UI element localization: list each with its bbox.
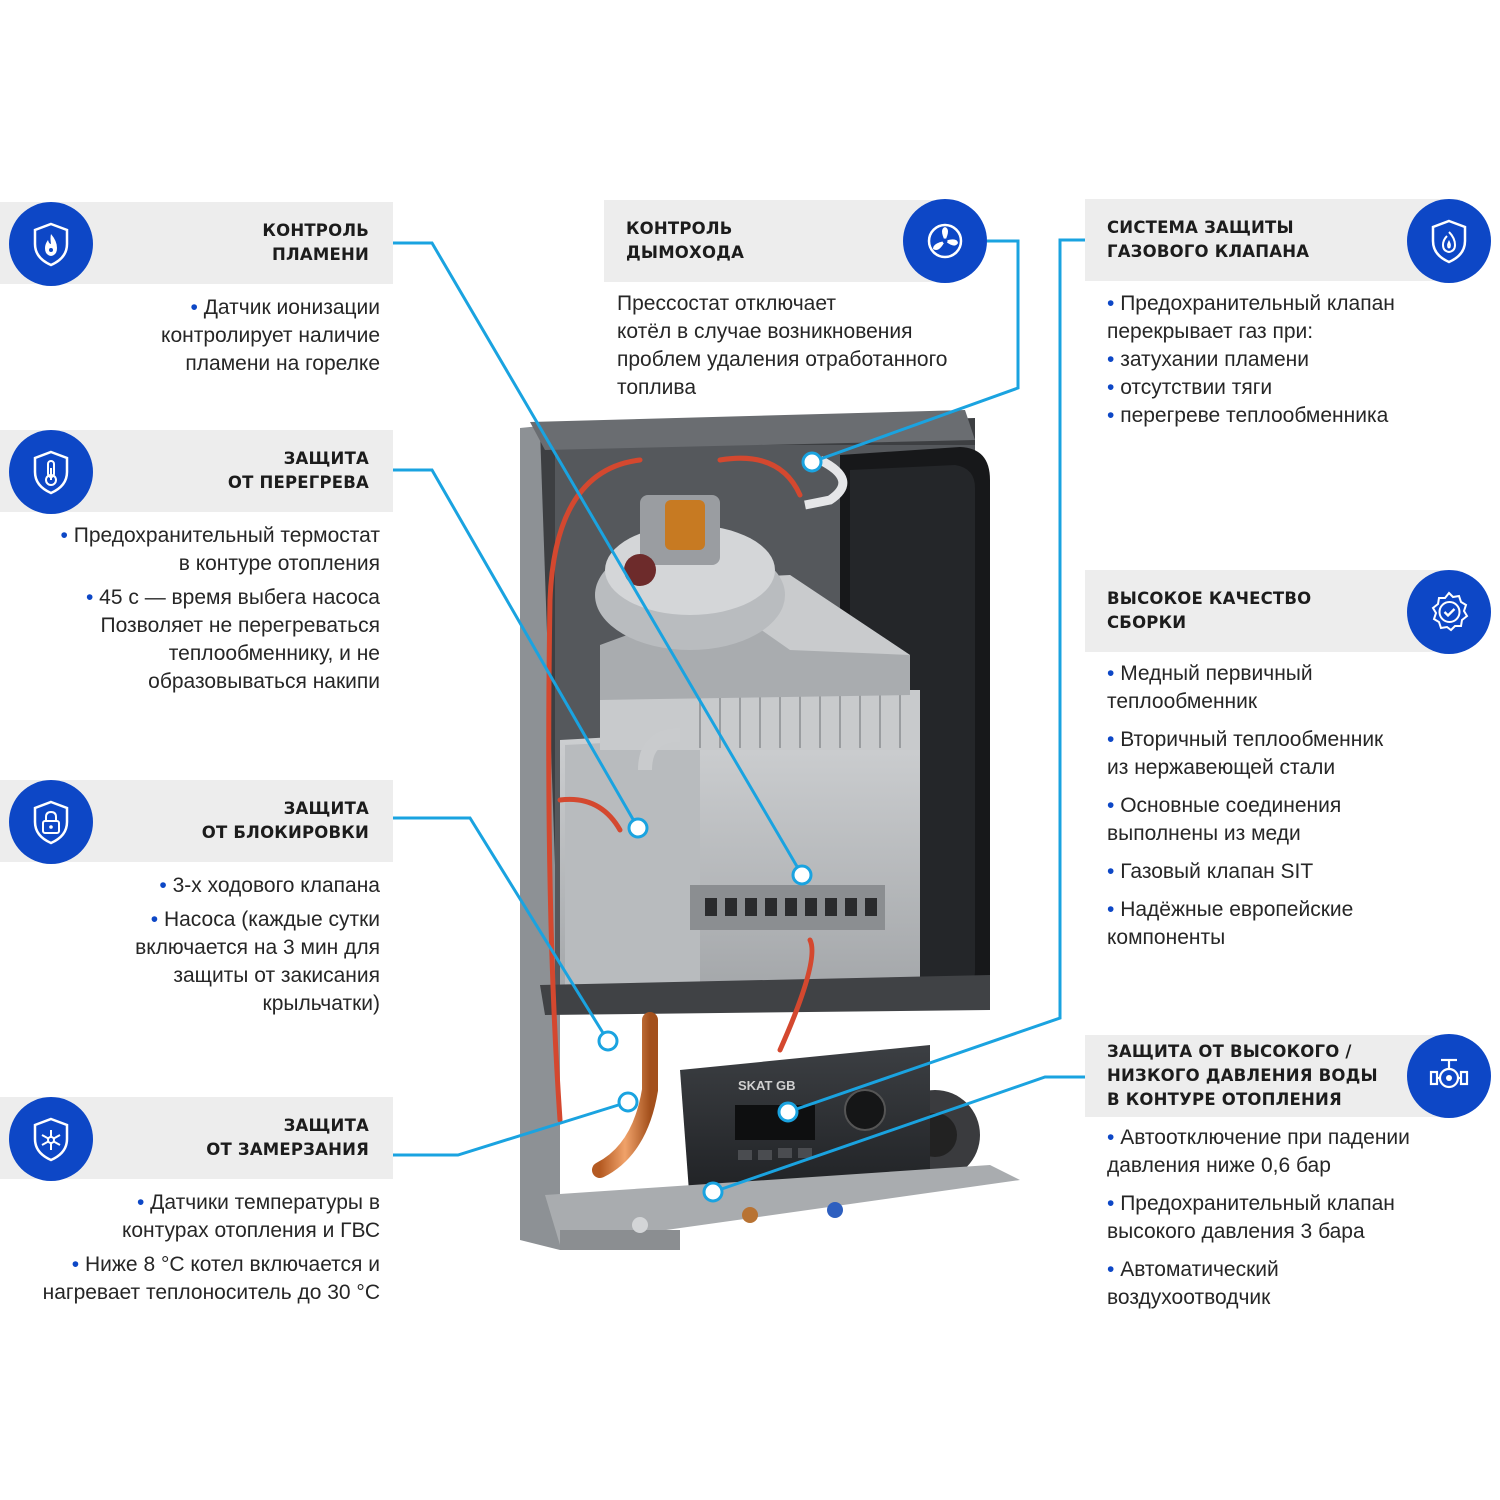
snowflake-shield-icon bbox=[9, 1097, 93, 1181]
marker-overheat bbox=[627, 817, 649, 839]
pressure-protection-title: ЗАЩИТА ОТ ВЫСОКОГО / НИЗКОГО ДАВЛЕНИЯ ВО… bbox=[1107, 1042, 1378, 1109]
pressure-protection-description: • Автоотключение при падении давления ни… bbox=[1107, 1126, 1410, 1309]
marker-flame bbox=[791, 864, 813, 886]
leader-blocking bbox=[393, 816, 610, 1042]
overheat-protection-title: ЗАЩИТА ОТ ПЕРЕГРЕВА bbox=[227, 449, 369, 492]
build-quality-header: ВЫСОКОЕ КАЧЕСТВО СБОРКИ bbox=[1085, 570, 1460, 652]
fan-icon bbox=[903, 199, 987, 283]
leader-overheat bbox=[393, 468, 640, 829]
bottom-bracket bbox=[545, 1165, 1020, 1250]
overheat-protection-description: • Предохранительный термостат в контуре … bbox=[60, 524, 380, 693]
panel-brand-label: SKAT GB bbox=[738, 1078, 796, 1093]
leader-freeze bbox=[393, 1100, 629, 1157]
marker-blocking bbox=[597, 1030, 619, 1052]
pressure-protection-header: ЗАЩИТА ОТ ВЫСОКОГО / НИЗКОГО ДАВЛЕНИЯ ВО… bbox=[1085, 1035, 1460, 1117]
freeze-protection-description: • Датчики температуры в контурах отоплен… bbox=[42, 1191, 380, 1304]
thermometer-shield-icon bbox=[9, 430, 93, 514]
lock-shield-icon bbox=[9, 780, 93, 864]
marker-pressure bbox=[702, 1181, 724, 1203]
flame-shield-icon bbox=[9, 202, 93, 286]
gas-valve-protection-title: СИСТЕМА ЗАЩИТЫ ГАЗОВОГО КЛАПАНА bbox=[1107, 218, 1310, 261]
flame-shield-outline-icon bbox=[1407, 199, 1491, 283]
marker-freeze bbox=[617, 1091, 639, 1113]
build-quality-description: • Медный первичный теплообменник • Втори… bbox=[1107, 662, 1384, 949]
gas-valve-protection-header: СИСТЕМА ЗАЩИТЫ ГАЗОВОГО КЛАПАНА bbox=[1085, 199, 1460, 281]
flame-control-description: • Датчик ионизации контролирует наличие … bbox=[161, 296, 380, 375]
freeze-protection-title: ЗАЩИТА ОТ ЗАМЕРЗАНИЯ bbox=[206, 1116, 369, 1159]
gas-valve-protection-description: • Предохранительный клапан перекрывает г… bbox=[1107, 292, 1395, 427]
hose bbox=[804, 455, 848, 510]
wiring bbox=[546, 455, 815, 1123]
build-quality-title: ВЫСОКОЕ КАЧЕСТВО СБОРКИ bbox=[1107, 589, 1312, 632]
leader-pressure bbox=[712, 1075, 1085, 1194]
leader-flame bbox=[393, 241, 804, 876]
leader-gas-valve bbox=[787, 238, 1085, 1114]
marker-gas-valve bbox=[777, 1101, 799, 1123]
copper-pipes bbox=[592, 752, 868, 1178]
chimney-control-title: КОНТРОЛЬ ДЫМОХОДА bbox=[626, 219, 745, 262]
quality-badge-icon bbox=[1407, 570, 1491, 654]
flame-control-title: КОНТРОЛЬ ПЛАМЕНИ bbox=[262, 221, 369, 264]
valve-pipe-icon bbox=[1407, 1034, 1491, 1118]
marker-chimney bbox=[801, 451, 823, 473]
leader-chimney bbox=[811, 239, 1020, 464]
blocking-protection-title: ЗАЩИТА ОТ БЛОКИРОВКИ bbox=[201, 799, 369, 842]
blocking-protection-description: • 3-х ходового клапана • Насоса (каждые … bbox=[135, 874, 380, 1015]
pipe-elbow bbox=[638, 728, 681, 771]
fan-unit bbox=[595, 495, 785, 650]
chimney-control-header: КОНТРОЛЬ ДЫМОХОДА bbox=[604, 200, 948, 282]
chimney-control-description: Прессостат отключает котёл в случае возн… bbox=[617, 292, 948, 399]
